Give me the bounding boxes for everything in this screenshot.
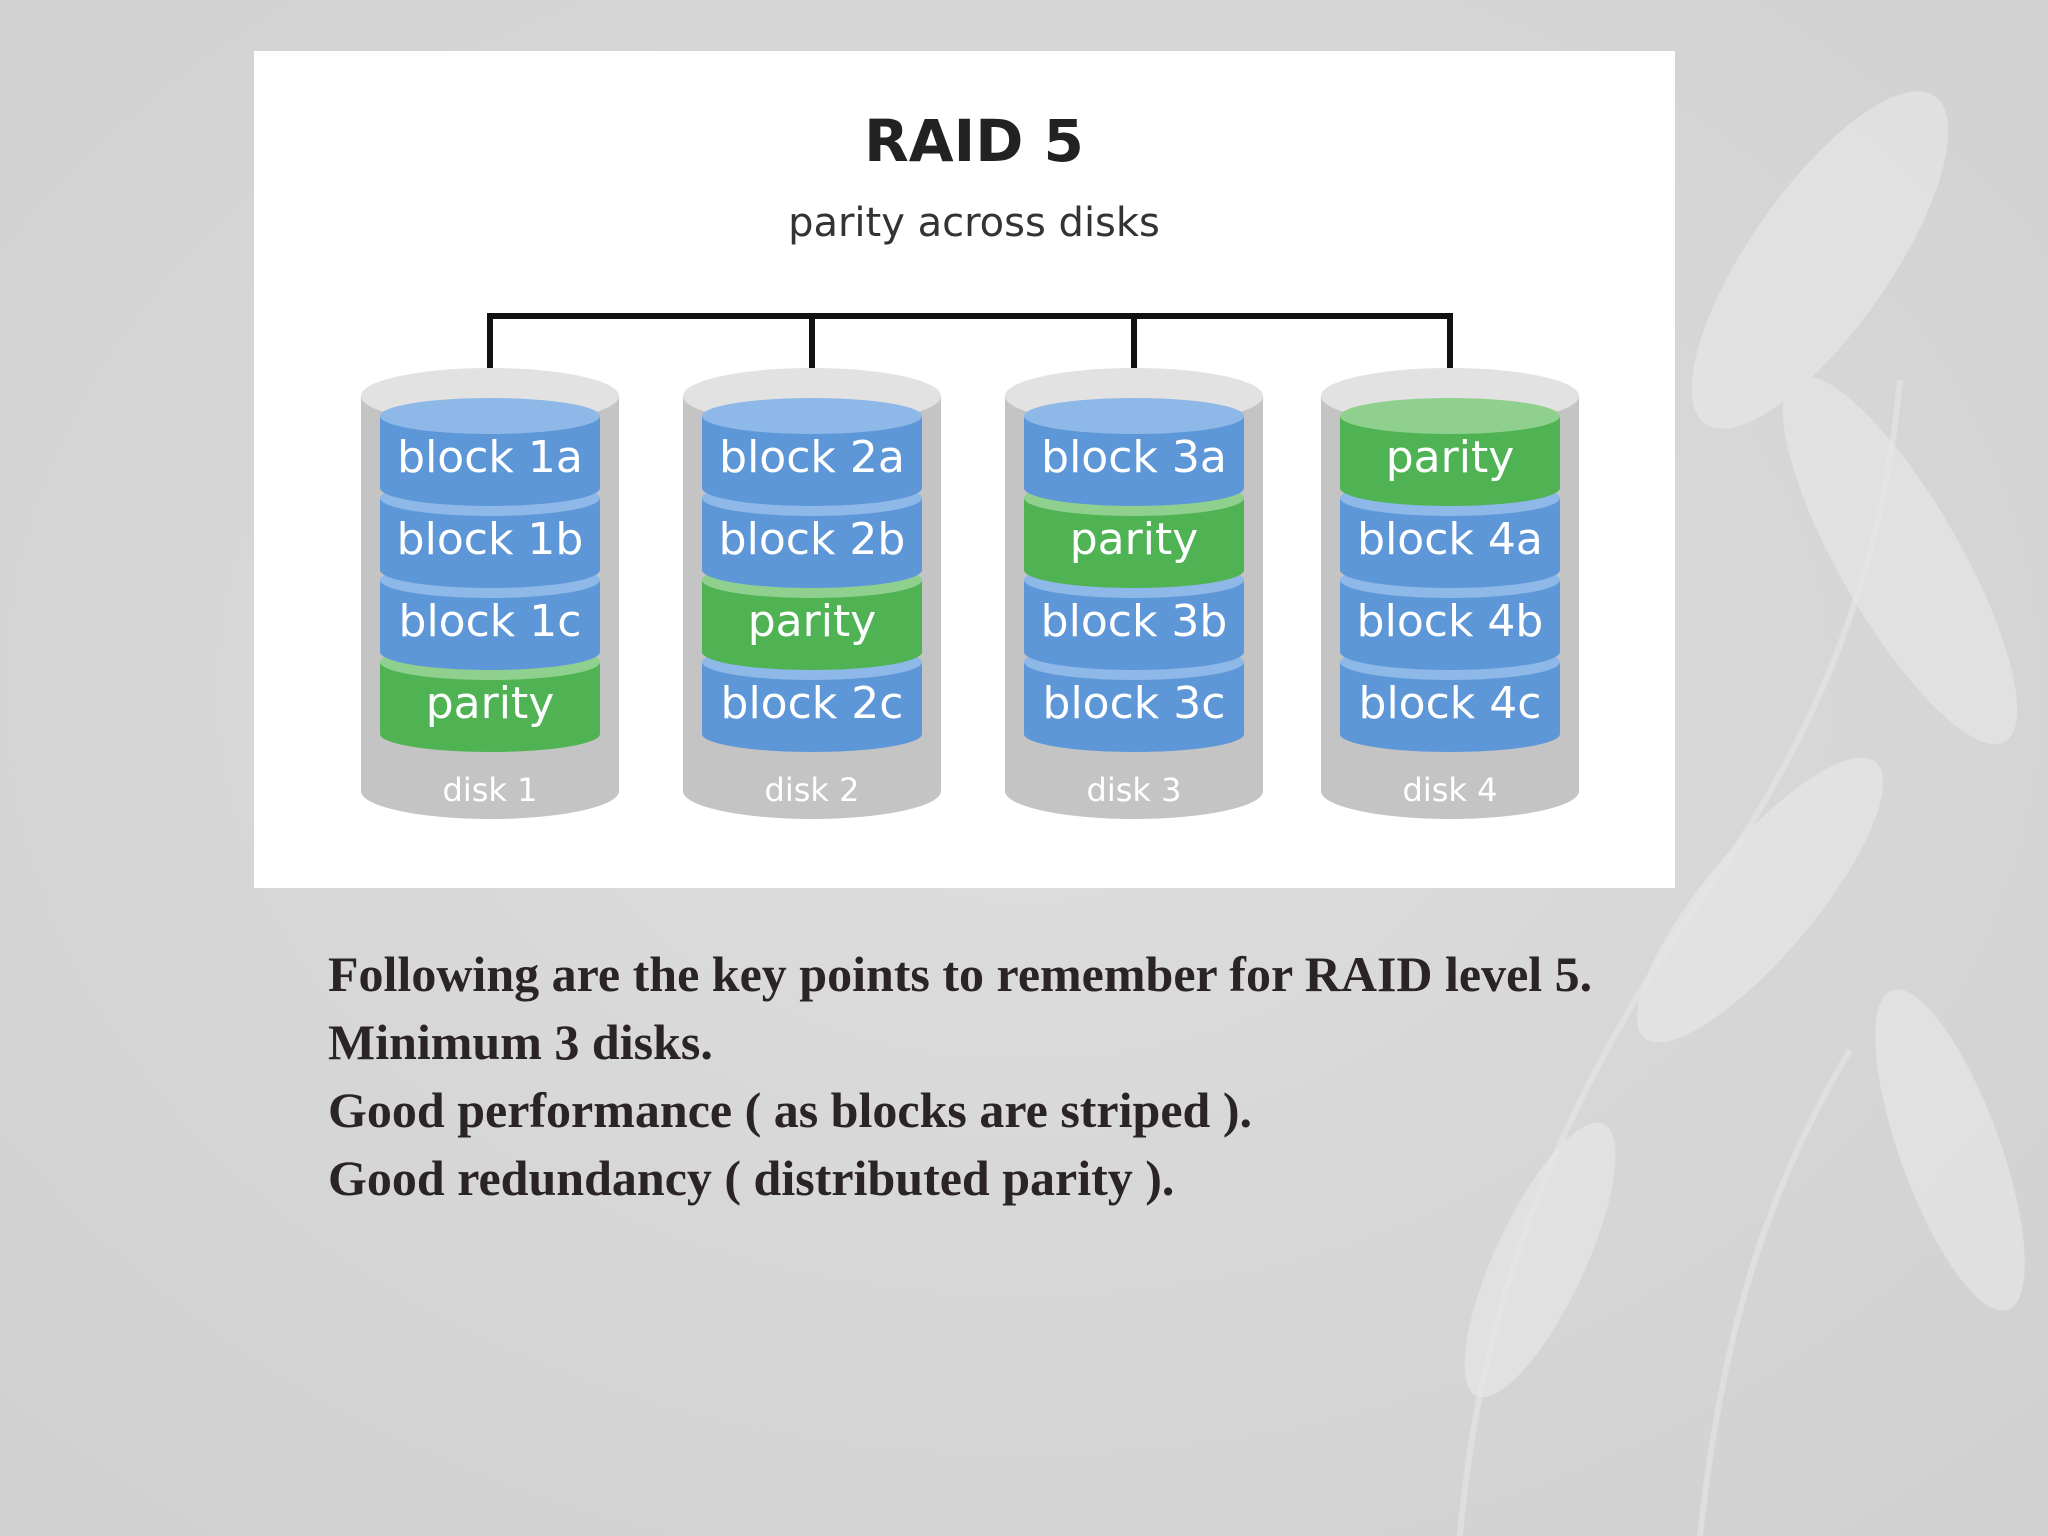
data-block: block 3a	[1024, 398, 1244, 506]
block-label: block 4a	[1357, 514, 1543, 565]
block-label: block 2c	[721, 678, 904, 729]
parity-block: parity	[1340, 398, 1560, 506]
disk-4: block 4c block 4b block 4a parity disk 4	[1321, 368, 1579, 819]
key-point: Minimum 3 disks.	[328, 1014, 713, 1070]
disk-3: block 3c block 3b parity block 3a disk 3	[1005, 368, 1263, 819]
key-point: Good performance ( as blocks are striped…	[328, 1082, 1252, 1138]
raid5-figure: RAID 5 parity across disks parity block 1…	[254, 51, 1675, 888]
disk-label: disk 3	[1087, 771, 1182, 809]
data-block: block 1a	[380, 398, 600, 506]
key-point: Good redundancy ( distributed parity ).	[328, 1150, 1175, 1206]
block-label: block 2b	[719, 514, 906, 565]
disk-label: disk 1	[443, 771, 538, 809]
disk-array: parity block 1c block 1b block 1a disk 1 bloc…	[361, 368, 1579, 819]
block-label: block 3a	[1041, 432, 1227, 483]
block-label: block 4b	[1357, 596, 1544, 647]
disk-1: parity block 1c block 1b block 1a disk 1	[361, 368, 619, 819]
block-label: parity	[1386, 432, 1515, 483]
block-label: block 3b	[1041, 596, 1228, 647]
block-label: parity	[748, 596, 877, 647]
data-block: block 2a	[702, 398, 922, 506]
diagram-subtitle: parity across disks	[788, 200, 1160, 246]
block-label: block 2a	[719, 432, 905, 483]
floral-watermark	[1464, 91, 2025, 1398]
controller-connector	[487, 313, 1453, 406]
block-label: parity	[426, 678, 555, 729]
raid5-diagram: RAID 5 parity across disks parity block 1…	[361, 107, 1579, 819]
block-label: block 1b	[397, 514, 584, 565]
diagram-title: RAID 5	[864, 107, 1084, 175]
block-label: block 3c	[1043, 678, 1226, 729]
disk-2: block 2c parity block 2b block 2a disk 2	[683, 368, 941, 819]
disk-label: disk 2	[765, 771, 860, 809]
block-label: block 4c	[1359, 678, 1542, 729]
block-label: parity	[1070, 514, 1199, 565]
block-label: block 1c	[399, 596, 582, 647]
key-points-list: Following are the key points to remember…	[328, 940, 1728, 1212]
disk-label: disk 4	[1403, 771, 1498, 809]
block-label: block 1a	[397, 432, 583, 483]
key-point: Following are the key points to remember…	[328, 946, 1593, 1002]
